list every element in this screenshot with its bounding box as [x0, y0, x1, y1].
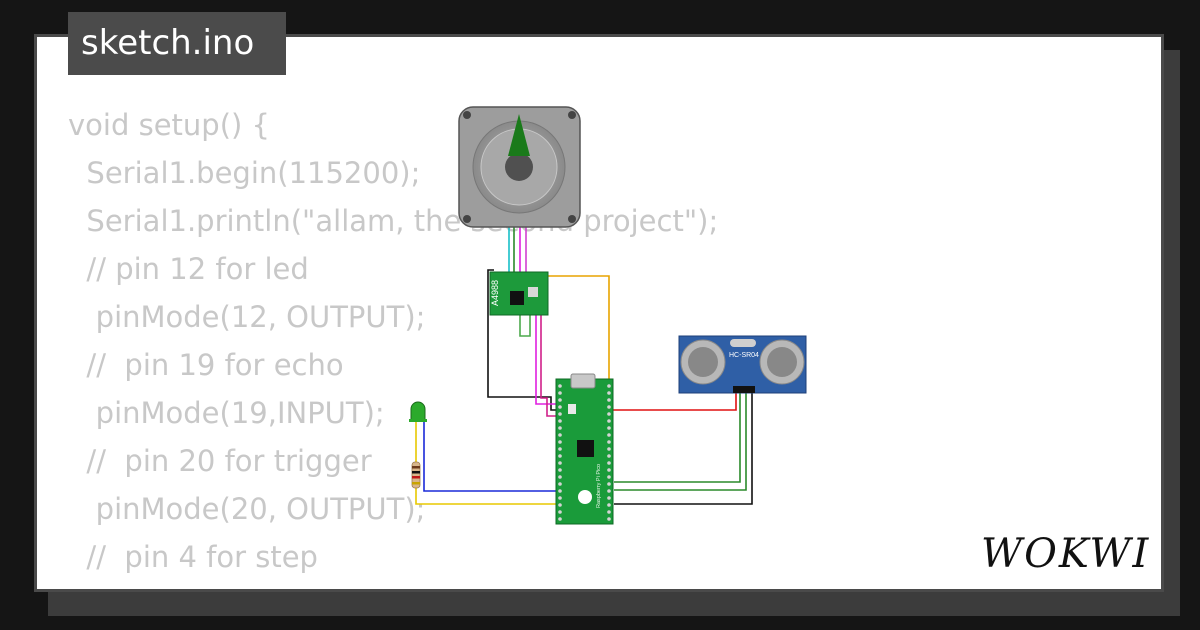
- sensor-label: HC-SR04: [729, 352, 759, 359]
- code-line: pinMode(4, OUTPUT);: [68, 581, 718, 589]
- code-line: // pin 20 for trigger: [68, 444, 372, 478]
- wire: [420, 419, 556, 492]
- wire: [614, 392, 747, 491]
- wire: [547, 275, 610, 389]
- file-tab[interactable]: sketch.ino: [68, 12, 286, 75]
- wire: [487, 269, 558, 411]
- wire: [540, 314, 558, 417]
- wire: [519, 314, 531, 337]
- code-line: // pin 4 for step: [68, 540, 318, 574]
- pi-logo-icon: [578, 490, 592, 504]
- resistor[interactable]: [411, 461, 421, 489]
- wire: [610, 392, 737, 411]
- raspberry-pi-pico[interactable]: Raspberry Pi Pico: [555, 373, 614, 525]
- led[interactable]: [409, 401, 427, 422]
- code-line: void setup() {: [68, 108, 270, 142]
- needle-icon: [508, 114, 530, 156]
- preview-card: void setup() { Serial1.begin(115200); Se…: [34, 34, 1164, 592]
- code-line: Serial1.begin(115200);: [68, 156, 421, 190]
- wire: [614, 392, 741, 483]
- stepper-motor[interactable]: [458, 106, 581, 228]
- code-editor: void setup() { Serial1.begin(115200); Se…: [68, 101, 718, 589]
- wire: [415, 488, 556, 505]
- wokwi-logo-text: WOKWI: [981, 531, 1150, 577]
- code-line: // pin 12 for led: [68, 252, 309, 286]
- code-line: pinMode(19,INPUT);: [68, 396, 385, 430]
- code-line: // pin 19 for echo: [68, 348, 344, 382]
- driver-label: A4988: [490, 280, 500, 306]
- board-label: Raspberry Pi Pico: [596, 464, 602, 508]
- wokwi-logo: WOKWI: [981, 531, 1150, 577]
- wires: [415, 226, 753, 505]
- a4988-driver[interactable]: A4988: [489, 271, 549, 316]
- code-line: pinMode(20, OUTPUT);: [68, 492, 426, 526]
- hc-sr04-sensor[interactable]: HC-SR04: [678, 335, 807, 394]
- wire: [614, 392, 753, 505]
- circuit-diagram: A4988 HC-SR04 Raspberry Pi Pico: [409, 106, 807, 525]
- wire: [535, 314, 558, 405]
- code-line: pinMode(12, OUTPUT);: [68, 300, 426, 334]
